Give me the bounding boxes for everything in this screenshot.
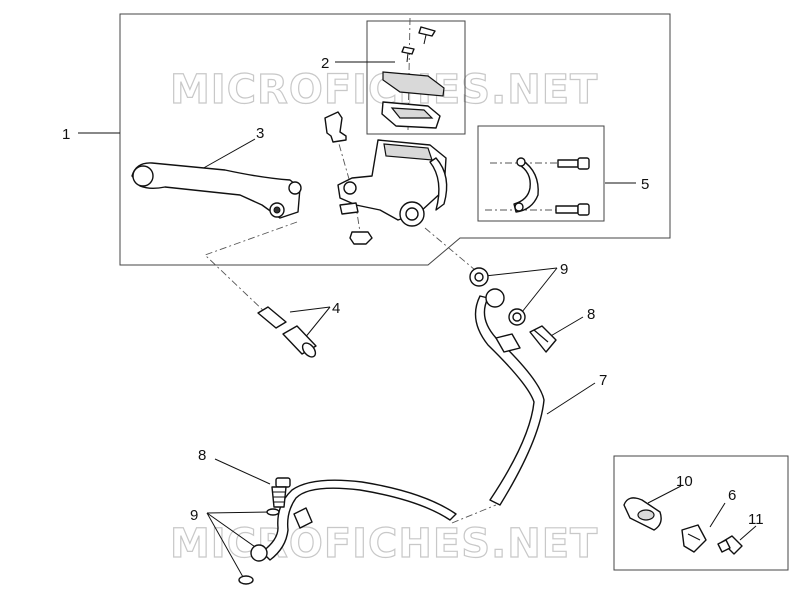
assembly-frame <box>119 13 671 266</box>
leader-9-top-b <box>521 267 558 313</box>
banjo-top <box>485 288 505 308</box>
leader-9-top-a <box>484 267 558 277</box>
callout-2: 2 <box>321 55 329 72</box>
clip-nut <box>681 524 707 553</box>
callout-10: 10 <box>676 473 693 490</box>
leader-10 <box>647 485 682 504</box>
callout-7: 7 <box>599 372 607 389</box>
washer-top-2-hole <box>512 312 522 322</box>
washer-bottom-1 <box>266 508 280 516</box>
hardware-frame <box>613 455 789 571</box>
banjo-bolt-top <box>529 325 557 353</box>
leader-9-bottom-a <box>206 511 271 514</box>
leader-3 <box>199 138 256 171</box>
clip-screw <box>717 535 743 555</box>
callout-4: 4 <box>332 300 340 317</box>
leader-9-bottom-c <box>206 512 244 578</box>
clutch-lever <box>131 162 302 219</box>
clamp-frame <box>477 125 605 222</box>
callout-6: 6 <box>728 487 736 504</box>
leader-8-top <box>548 316 584 338</box>
leader-9-bottom-b <box>206 512 259 550</box>
cover-frame <box>366 20 466 135</box>
axis-bolt <box>334 129 361 233</box>
callout-8-bottom: 8 <box>198 447 206 464</box>
handlebar-clamp <box>513 157 590 216</box>
banjo-bolt-bottom <box>271 477 291 508</box>
leader-4a <box>289 306 331 313</box>
washer-top-1-hole <box>474 272 484 282</box>
leader-7 <box>546 382 596 415</box>
leader-11 <box>739 525 757 541</box>
callout-3: 3 <box>256 125 264 142</box>
washer-bottom-2 <box>238 575 254 585</box>
hose-clip <box>623 497 662 531</box>
leader-6 <box>709 502 726 528</box>
callout-1: 1 <box>62 126 70 143</box>
reservoir-cover-parts <box>381 26 445 129</box>
banjo-bottom <box>250 544 268 562</box>
watermark-bottom: MICROFICHES.NET <box>170 521 598 567</box>
callout-8-top: 8 <box>587 306 595 323</box>
axis-lever-pin <box>204 221 298 316</box>
callout-9-bottom: 9 <box>190 507 198 524</box>
callout-11: 11 <box>748 511 764 528</box>
master-cylinder <box>324 111 448 245</box>
callout-9-top: 9 <box>560 261 568 278</box>
leader-8-bottom <box>214 458 271 485</box>
callout-5: 5 <box>641 176 649 193</box>
leader-4b <box>303 306 331 340</box>
lever-pin <box>257 306 317 358</box>
axis-banjo <box>424 227 476 271</box>
